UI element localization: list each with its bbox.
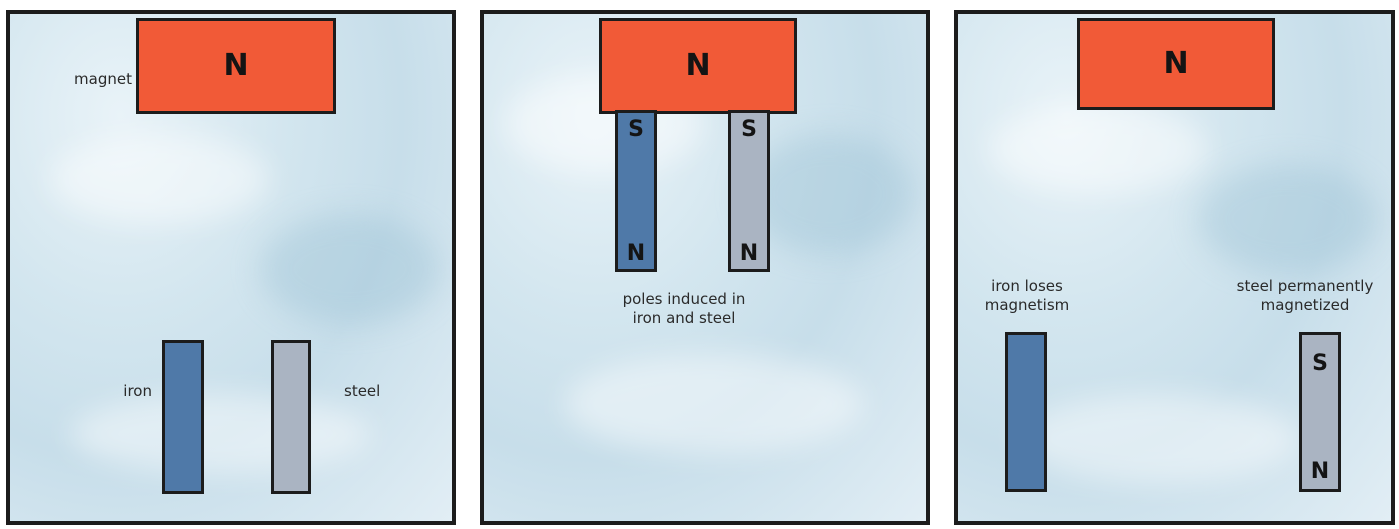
iron-caption-line1: iron loses [972, 277, 1082, 296]
background-cloud [564, 354, 864, 454]
steel-south-pole: S [1302, 353, 1338, 375]
background-cloud [50, 134, 270, 224]
induced-caption: poles induced in iron and steel [584, 290, 784, 328]
background-cloud [1018, 394, 1298, 484]
magnet: N [136, 18, 336, 114]
iron-label: iron [102, 382, 152, 401]
panel-induced: N S N S N poles induced in iron and stee… [480, 10, 930, 525]
steel-label: steel [344, 382, 404, 401]
magnet: N [1077, 18, 1275, 110]
steel-bar-magnetized: S N [1299, 332, 1341, 492]
iron-north-pole: N [618, 243, 654, 265]
panel-before: N magnet iron steel [6, 10, 456, 525]
steel-caption-line1: steel permanently [1220, 277, 1390, 296]
steel-bar [271, 340, 311, 494]
background-cloud [70, 394, 370, 474]
iron-bar-induced: S N [615, 110, 657, 272]
magnet-north-pole: N [223, 51, 248, 81]
background-cloud [988, 104, 1208, 194]
background-cloud [260, 214, 440, 324]
steel-north-pole: N [1302, 461, 1338, 483]
iron-bar [162, 340, 204, 494]
induced-caption-line1: poles induced in [584, 290, 784, 309]
iron-bar-demagnetized [1005, 332, 1047, 492]
iron-south-pole: S [618, 119, 654, 141]
magnet-north-pole: N [685, 51, 710, 81]
magnet-label: magnet [56, 70, 132, 89]
steel-caption: steel permanently magnetized [1220, 277, 1390, 315]
panel-after: N iron loses magnetism steel permanently… [954, 10, 1395, 525]
iron-caption-line2: magnetism [972, 296, 1082, 315]
steel-caption-line2: magnetized [1220, 296, 1390, 315]
induced-caption-line2: iron and steel [584, 309, 784, 328]
background-cloud [1198, 164, 1378, 274]
magnet-north-pole: N [1163, 49, 1188, 79]
iron-caption: iron loses magnetism [972, 277, 1082, 315]
steel-south-pole: S [731, 119, 767, 141]
steel-north-pole: N [731, 243, 767, 265]
steel-bar-induced: S N [728, 110, 770, 272]
magnet: N [599, 18, 797, 114]
